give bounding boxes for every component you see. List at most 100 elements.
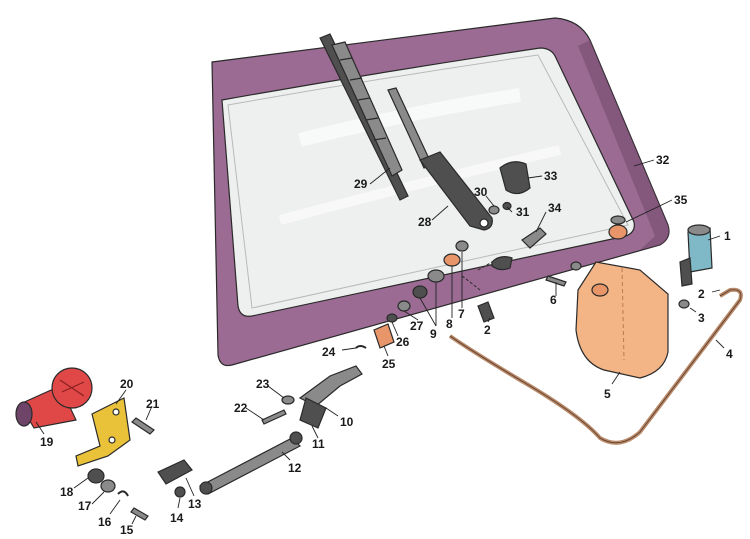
reservoir-seam: [621, 267, 625, 361]
lead-23: [267, 385, 285, 399]
link-joint-lower: [199, 481, 213, 495]
callout-28: 28: [418, 215, 432, 229]
callout-34: 34: [548, 201, 562, 215]
bolt-6: [545, 275, 567, 287]
callout-33: 33: [544, 169, 558, 183]
bolt-22: [261, 409, 287, 425]
spring-washer-16: [117, 490, 129, 497]
lead-22: [245, 407, 265, 421]
glass-reflection: [298, 88, 522, 147]
lead-32: [633, 159, 655, 167]
reservoir-body: [575, 261, 669, 379]
leader-lines: [35, 159, 725, 525]
lead-9b: [419, 297, 437, 327]
callout-7: 7: [458, 307, 465, 321]
bracket-hole-1: [112, 408, 120, 416]
lead-29: [369, 167, 391, 185]
grommet: [608, 224, 628, 240]
callout-27: 27: [410, 319, 424, 333]
link-rod: [198, 437, 302, 495]
lead-1: [707, 235, 721, 241]
callout-29: 29: [354, 177, 368, 191]
nozzle-base: [491, 256, 513, 271]
lead-30: [485, 195, 495, 207]
callout-24: 24: [322, 345, 336, 359]
lead-35: [625, 199, 673, 223]
lead-34: [535, 211, 547, 233]
washer-17: [100, 479, 116, 493]
motor-bracket: [75, 397, 131, 467]
washer-30: [488, 205, 500, 215]
callout-8: 8: [446, 317, 453, 331]
callout-4: 4: [726, 347, 733, 361]
lead-2b: [487, 317, 491, 323]
callout-2b: 2: [484, 323, 491, 337]
reservoir-cap: [591, 283, 609, 297]
grommet-3: [678, 299, 690, 309]
lead-19: [35, 421, 45, 435]
callout-23: 23: [256, 377, 270, 391]
wiper-blade: [319, 33, 409, 201]
callout-17: 17: [78, 499, 92, 513]
bolt-21: [131, 417, 155, 435]
arm-pivot-hole: [479, 218, 489, 228]
frame-edge-shade: [578, 40, 669, 250]
nut-18: [87, 468, 105, 484]
callout-labels: 1 2 2 3 4 5 6 7 8 9 10 11 12 13 14 15 16…: [40, 153, 733, 537]
callout-35: 35: [674, 193, 688, 207]
callout-2a: 2: [698, 287, 705, 301]
wiper-motor: [15, 367, 93, 429]
lead-15: [131, 515, 137, 525]
arm-head: [419, 151, 493, 231]
bolt-15: [130, 507, 149, 521]
callout-25: 25: [382, 357, 396, 371]
washer-23: [281, 395, 295, 405]
bracket-hole-2: [108, 436, 116, 444]
lead-17: [91, 491, 105, 505]
link-joint-upper: [289, 431, 303, 445]
lead-20: [115, 389, 127, 405]
lead-13: [185, 477, 195, 497]
lead-28: [431, 205, 449, 221]
rear-window-frame: [211, 17, 670, 367]
callout-5: 5: [604, 387, 611, 401]
glass-reflection-2: [278, 145, 562, 225]
washer-9b: [412, 285, 428, 299]
callout-32: 32: [656, 153, 670, 167]
lead-10: [325, 407, 339, 417]
arm-cap: [499, 161, 531, 195]
callout-14: 14: [170, 511, 184, 525]
lead-14: [177, 497, 181, 509]
hose-connector-2: [477, 301, 495, 323]
wiper-arm: [387, 87, 493, 231]
lead-3: [689, 307, 697, 313]
callout-19: 19: [40, 435, 54, 449]
seal-26: [386, 313, 398, 323]
callout-18: 18: [60, 485, 74, 499]
callout-1: 1: [724, 229, 731, 243]
nut-7: [455, 240, 469, 252]
washer-hose-outline: [449, 289, 742, 444]
callout-15: 15: [120, 523, 134, 537]
nut-31: [502, 201, 512, 211]
lever-10: [299, 397, 327, 429]
pump-connector: [679, 257, 693, 287]
callout-26: 26: [396, 335, 410, 349]
callout-6: 6: [550, 293, 557, 307]
lead-18: [73, 477, 89, 489]
crank-13: [157, 459, 193, 485]
lead-2a: [711, 289, 721, 293]
lead-12: [281, 451, 291, 461]
bushing-25: [373, 323, 395, 349]
washer-reservoir: [575, 261, 669, 379]
callout-12: 12: [288, 461, 302, 475]
lead-25: [383, 345, 389, 357]
blade-frame: [331, 41, 403, 177]
callout-11: 11: [312, 437, 325, 451]
nozzle-axis: [477, 261, 493, 271]
washer-nozzle: [521, 227, 547, 249]
pump-top: [687, 224, 711, 236]
lead-21: [145, 405, 153, 421]
lead-5: [611, 371, 621, 385]
